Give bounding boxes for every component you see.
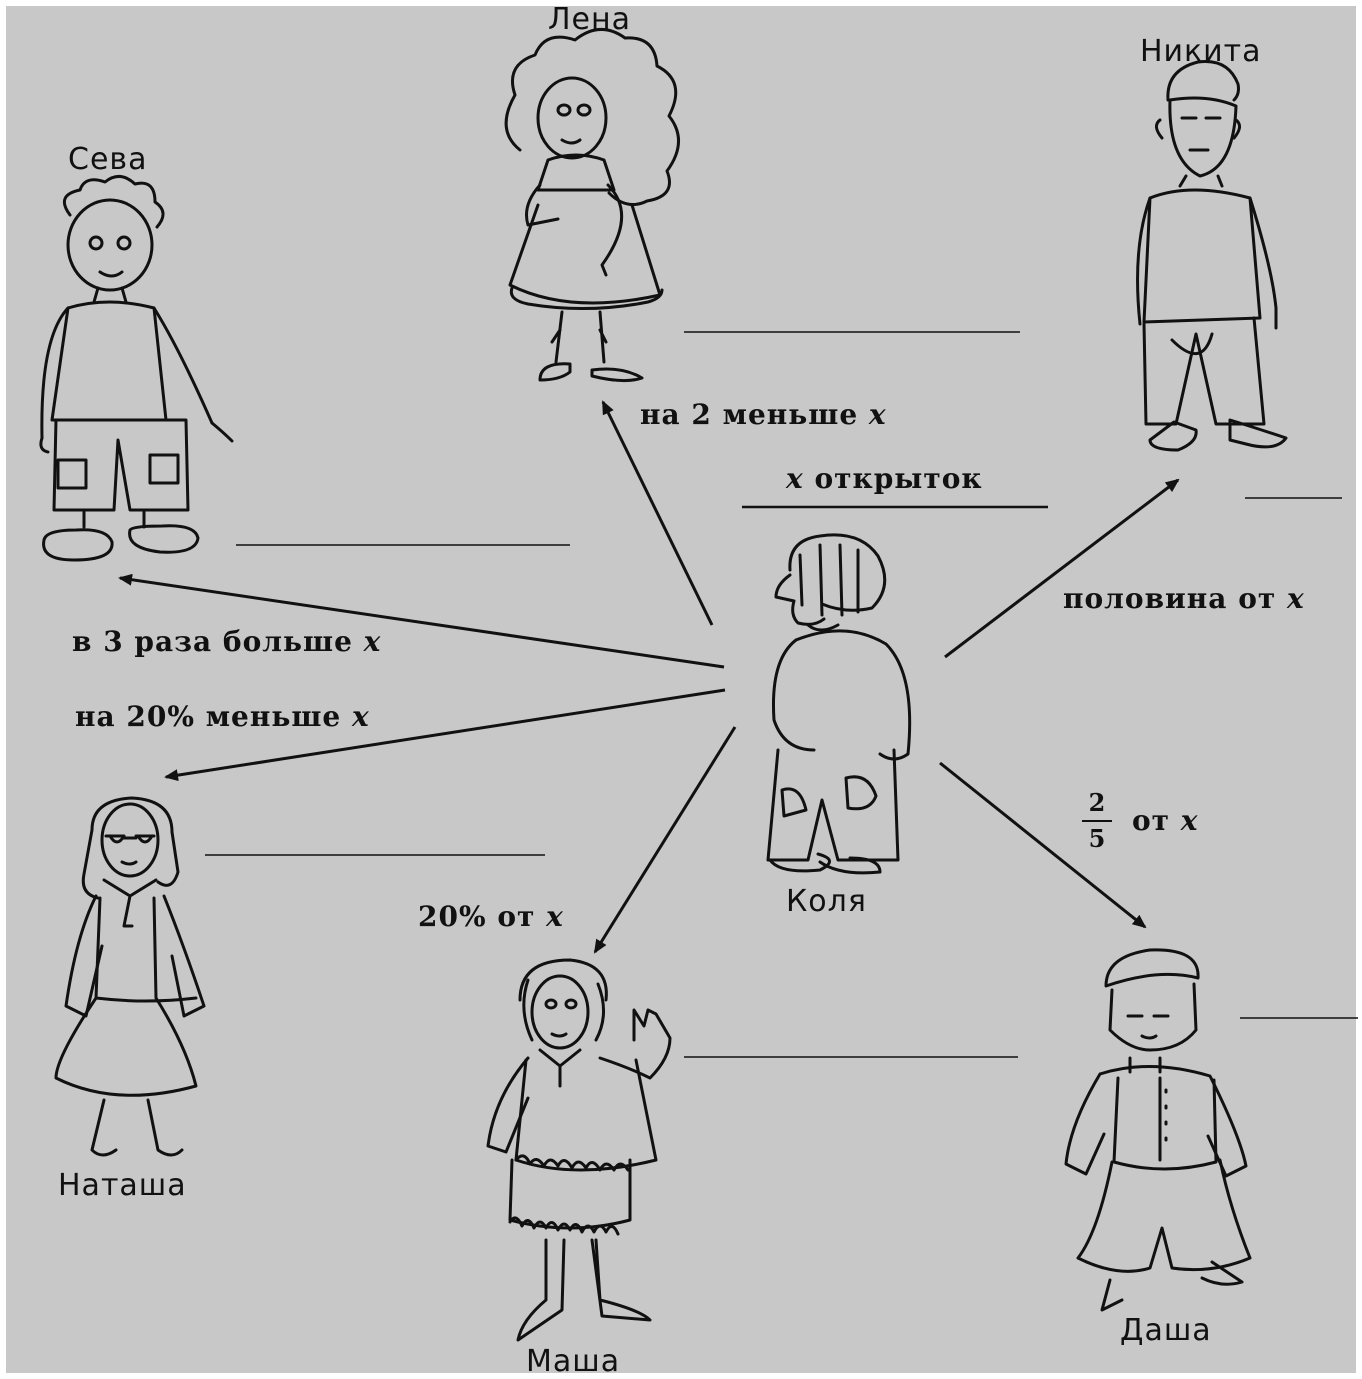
relation-natasha: на 20% меньше x: [75, 700, 370, 733]
relation-dasha-text: от: [1132, 804, 1171, 837]
relation-nikita-variable: x: [1286, 582, 1305, 615]
name-label-natasha: Наташа: [58, 1168, 187, 1203]
arrow-to-seva: [118, 573, 725, 669]
relation-kolya-text: открыток: [814, 462, 983, 495]
relation-kolya: x открыток: [786, 462, 983, 495]
name-label-lena: Лена: [548, 2, 632, 37]
masha-figure: [486, 958, 672, 1342]
relation-dasha-variable: x: [1180, 804, 1199, 837]
name-label-seva: Сева: [68, 142, 148, 177]
name-label-nikita: Никита: [1140, 34, 1262, 69]
relation-masha-variable: x: [546, 900, 564, 933]
seva-figure: [39, 175, 234, 562]
nikita-figure: [1136, 59, 1288, 452]
relation-kolya-variable: x: [786, 462, 804, 495]
relation-lena: на 2 меньше x: [640, 398, 887, 431]
name-label-kolya: Коля: [786, 884, 867, 919]
relation-lena-variable: x: [868, 398, 887, 431]
relation-seva-text: в 3 раза больше: [72, 625, 353, 658]
relation-dasha: от x: [1132, 804, 1198, 837]
kolya-figure: [766, 533, 912, 875]
relation-natasha-variable: x: [352, 700, 370, 733]
sheet-background: [6, 6, 1356, 1373]
arrow-to-lena: [601, 400, 714, 626]
arrow-to-nikita: [944, 478, 1180, 659]
arrow-to-natasha: [164, 688, 726, 782]
relation-nikita: половина от x: [1063, 582, 1305, 615]
lena-figure: [504, 28, 680, 383]
relation-seva-variable: x: [363, 625, 382, 658]
relation-natasha-text: на 20% меньше: [75, 700, 342, 733]
arrow-to-dasha: [939, 761, 1147, 929]
relation-nikita-text: половина от: [1063, 582, 1277, 615]
fraction-denominator: 5: [1088, 824, 1106, 853]
arrow-to-masha: [593, 726, 737, 954]
relation-lena-text: на 2 меньше: [640, 398, 859, 431]
fraction-bar: [1082, 820, 1112, 822]
relation-seva: в 3 раза больше x: [72, 625, 381, 658]
relation-masha: 20% от x: [418, 900, 564, 933]
name-label-dasha: Даша: [1120, 1313, 1212, 1348]
fraction-numerator: 2: [1088, 788, 1106, 817]
relation-masha-text: 20% от: [418, 900, 536, 933]
name-label-masha: Маша: [526, 1344, 621, 1379]
dasha-figure: [1064, 948, 1252, 1312]
natasha-figure: [54, 796, 206, 1157]
